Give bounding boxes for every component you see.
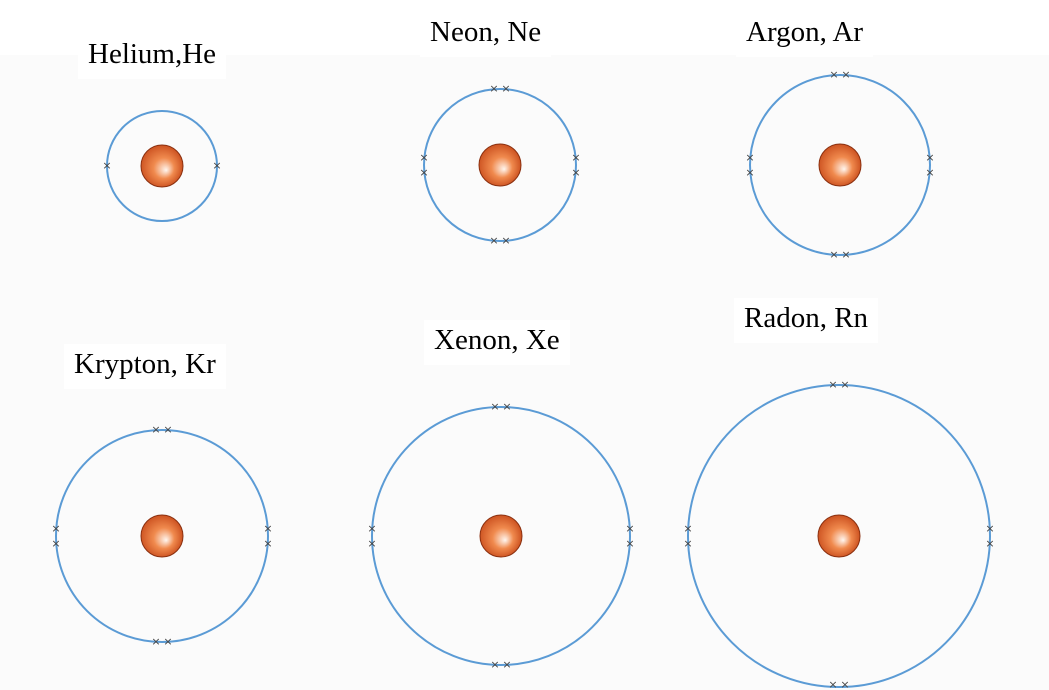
electron: ×: [367, 537, 376, 550]
electron-shell-krypton: [55, 429, 269, 643]
electron: ×: [163, 423, 172, 436]
electron: ×: [683, 522, 692, 535]
electron: ×: [571, 151, 580, 164]
atom-neon: × × × × × × × ×: [419, 82, 580, 247]
electron: ×: [829, 68, 838, 81]
atom-argon: × × × × × × × ×: [745, 68, 934, 261]
label-krypton: Krypton, Kr: [64, 344, 226, 389]
electron: ×: [625, 537, 634, 550]
electron: ×: [745, 166, 754, 179]
electron: ×: [925, 166, 934, 179]
electron: ×: [263, 537, 272, 550]
electron: ×: [501, 82, 510, 95]
label-helium-text: Helium,He: [88, 38, 217, 70]
electron: ×: [419, 151, 428, 164]
electron: ×: [102, 159, 111, 172]
electron: ×: [625, 522, 634, 535]
electron: ×: [745, 151, 754, 164]
label-xenon: Xenon, Xe: [424, 320, 570, 365]
label-neon: Neon, Ne: [420, 12, 552, 57]
electron: ×: [985, 522, 994, 535]
electron: ×: [489, 82, 498, 95]
label-radon-text: Radon, Rn: [744, 302, 869, 334]
electron: ×: [502, 400, 511, 413]
electron: ×: [841, 68, 850, 81]
label-neon-text: Neon, Ne: [430, 16, 542, 48]
electron: ×: [985, 537, 994, 550]
electron: ×: [840, 678, 849, 690]
electron-shell-neon: [423, 88, 577, 242]
nucleus-helium: [140, 144, 184, 188]
electron-shell-radon: [687, 384, 991, 688]
electron-shell-helium: [106, 110, 218, 222]
atom-radon: × × × × × × × ×: [683, 378, 994, 690]
electron: ×: [151, 635, 160, 648]
electron: ×: [151, 423, 160, 436]
atom-krypton: × × × × × × × ×: [51, 423, 272, 648]
electron: ×: [490, 400, 499, 413]
electron: ×: [263, 522, 272, 535]
electron: ×: [828, 678, 837, 690]
electron: ×: [212, 159, 221, 172]
nucleus-neon: [478, 143, 522, 187]
electron: ×: [828, 378, 837, 391]
label-radon: Radon, Rn: [734, 298, 879, 343]
electron: ×: [51, 537, 60, 550]
electron: ×: [502, 658, 511, 671]
electron: ×: [571, 166, 580, 179]
electron: ×: [683, 537, 692, 550]
electron: ×: [501, 234, 510, 247]
atom-xenon: × × × × × × × ×: [367, 400, 634, 671]
nucleus-radon: [817, 514, 861, 558]
electron: ×: [163, 635, 172, 648]
label-helium: Helium,He: [78, 34, 227, 79]
electron: ×: [367, 522, 376, 535]
electron: ×: [841, 248, 850, 261]
electron: ×: [925, 151, 934, 164]
electron-shell-xenon: [371, 406, 631, 666]
atom-helium: × ×: [102, 110, 222, 222]
nucleus-xenon: [479, 514, 523, 558]
label-argon: Argon, Ar: [736, 12, 874, 57]
electron: ×: [419, 166, 428, 179]
electron: ×: [51, 522, 60, 535]
electron: ×: [490, 658, 499, 671]
label-xenon-text: Xenon, Xe: [434, 324, 560, 356]
label-krypton-text: Krypton, Kr: [74, 348, 216, 380]
electron: ×: [829, 248, 838, 261]
nucleus-argon: [818, 143, 862, 187]
label-argon-text: Argon, Ar: [746, 16, 864, 48]
electron: ×: [489, 234, 498, 247]
electron: ×: [840, 378, 849, 391]
electron-shell-argon: [749, 74, 931, 256]
nucleus-krypton: [140, 514, 184, 558]
